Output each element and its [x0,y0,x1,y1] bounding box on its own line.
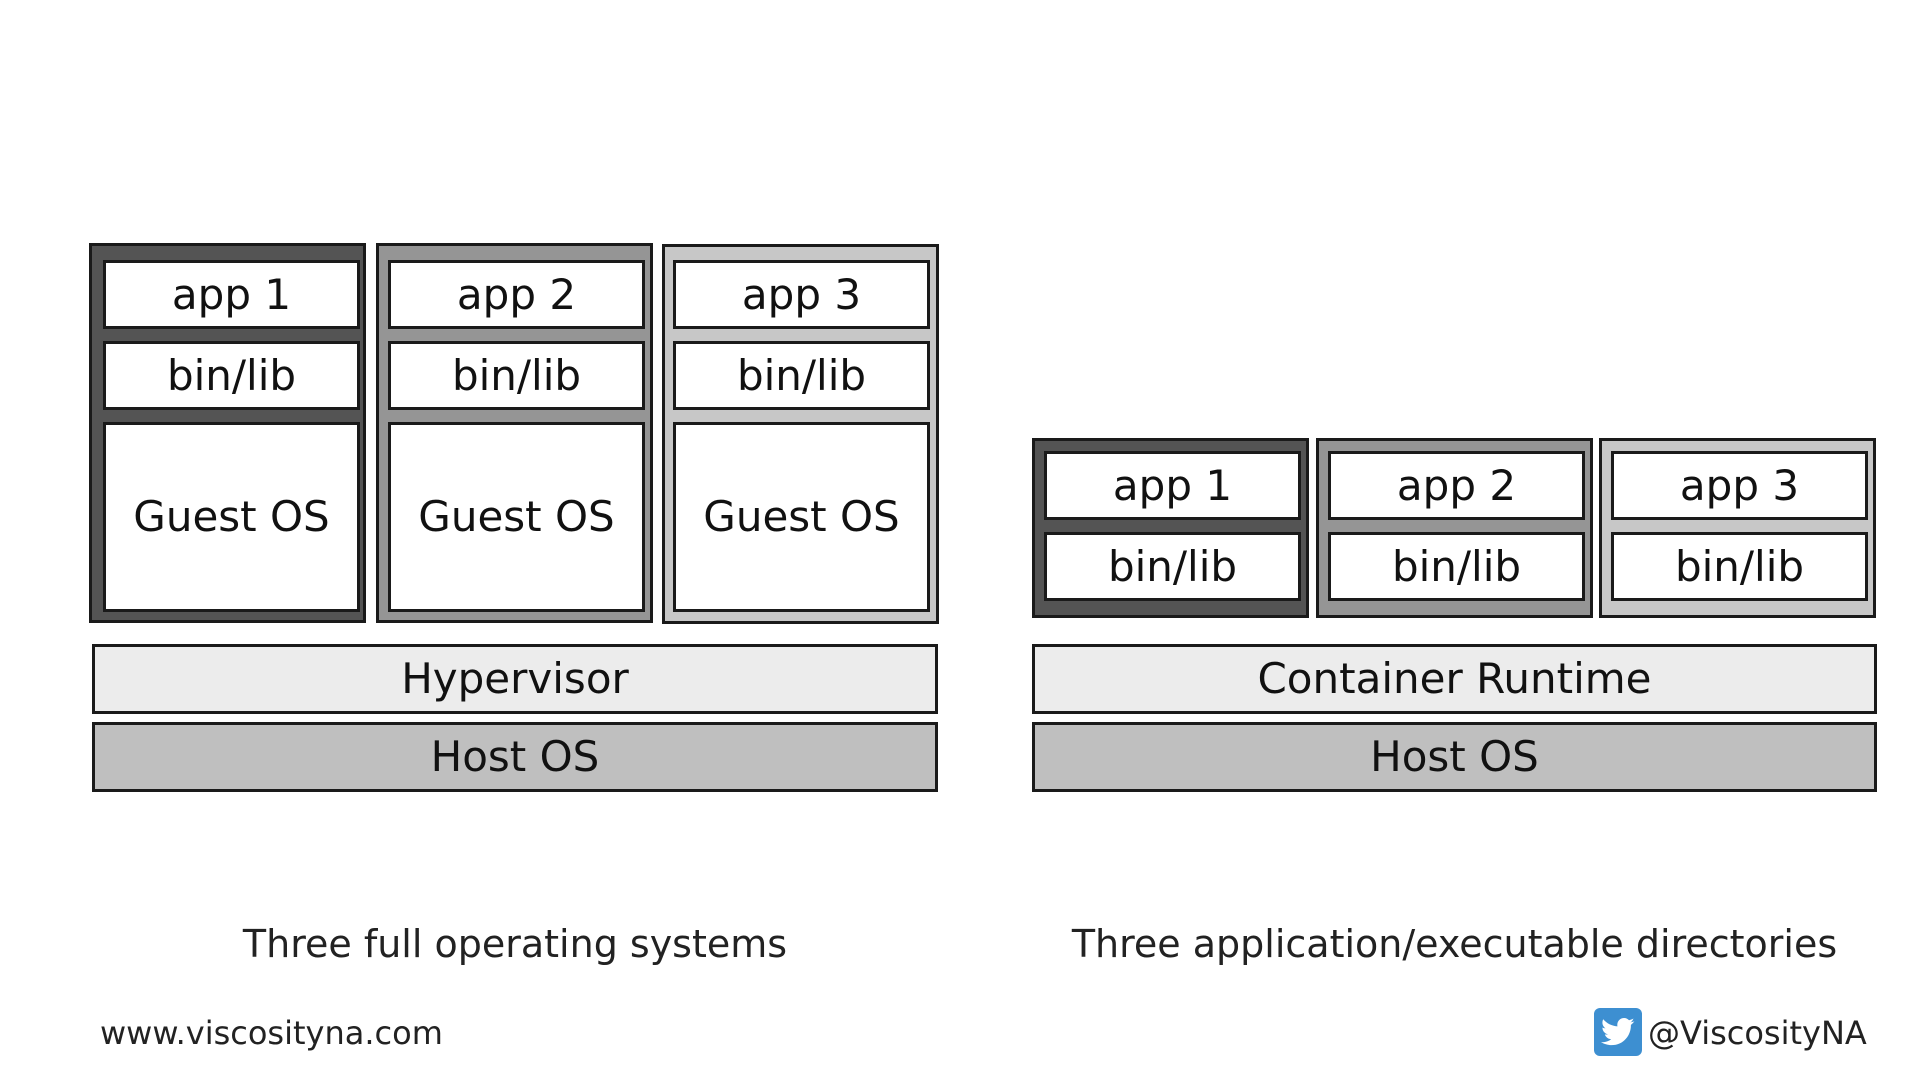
vm-host-os-layer: Host OS [92,722,938,792]
vm-binlib-label: bin/lib [736,350,867,400]
vm-binlib-box: bin/lib [103,341,360,410]
vm-binlib-label: bin/lib [451,350,582,400]
container-stack-3: app 3 bin/lib [1599,438,1876,618]
vm-stack-3: app 3 bin/lib Guest OS [662,244,939,624]
container-binlib-box: bin/lib [1611,532,1868,601]
container-binlib-label: bin/lib [1107,541,1238,591]
container-host-os-layer: Host OS [1032,722,1877,792]
container-binlib-box: bin/lib [1044,532,1301,601]
vm-stack-2: app 2 bin/lib Guest OS [376,243,653,623]
guest-os-box: Guest OS [388,422,645,612]
guest-os-box: Guest OS [103,422,360,612]
container-app-box: app 2 [1328,451,1585,520]
vm-binlib-box: bin/lib [388,341,645,410]
container-app-box: app 1 [1044,451,1301,520]
vm-app-box: app 2 [388,260,645,329]
vm-binlib-box: bin/lib [673,341,930,410]
guest-os-label: Guest OS [133,492,330,541]
container-app-label: app 3 [1679,460,1800,510]
container-runtime-label: Container Runtime [1257,654,1652,703]
vm-app-box: app 3 [673,260,930,329]
twitter-handle[interactable]: @ViscosityNA [1648,1014,1867,1052]
guest-os-label: Guest OS [418,492,615,541]
container-app-label: app 1 [1112,460,1233,510]
container-runtime-layer: Container Runtime [1032,644,1877,714]
guest-os-label: Guest OS [703,492,900,541]
container-binlib-box: bin/lib [1328,532,1585,601]
container-stack-1: app 1 bin/lib [1032,438,1309,618]
vm-binlib-label: bin/lib [166,350,297,400]
website-link[interactable]: www.viscosityna.com [100,1014,443,1052]
host-os-label: Host OS [1370,732,1539,781]
vm-app-label: app 1 [171,269,292,319]
hypervisor-layer: Hypervisor [92,644,938,714]
container-app-label: app 2 [1396,460,1517,510]
vm-caption: Three full operating systems [242,922,788,966]
container-caption: Three application/executable directories [1071,922,1838,966]
vm-app-label: app 2 [456,269,577,319]
container-stack-2: app 2 bin/lib [1316,438,1593,618]
vm-stack-1: app 1 bin/lib Guest OS [89,243,366,623]
hypervisor-label: Hypervisor [401,654,629,703]
container-app-box: app 3 [1611,451,1868,520]
container-binlib-label: bin/lib [1674,541,1805,591]
vm-app-box: app 1 [103,260,360,329]
vm-app-label: app 3 [741,269,862,319]
host-os-label: Host OS [430,732,600,781]
twitter-bird-icon[interactable] [1594,1008,1642,1056]
twitter-bird-glyph [1601,1017,1635,1046]
guest-os-box: Guest OS [673,422,930,612]
container-binlib-label: bin/lib [1391,541,1522,591]
